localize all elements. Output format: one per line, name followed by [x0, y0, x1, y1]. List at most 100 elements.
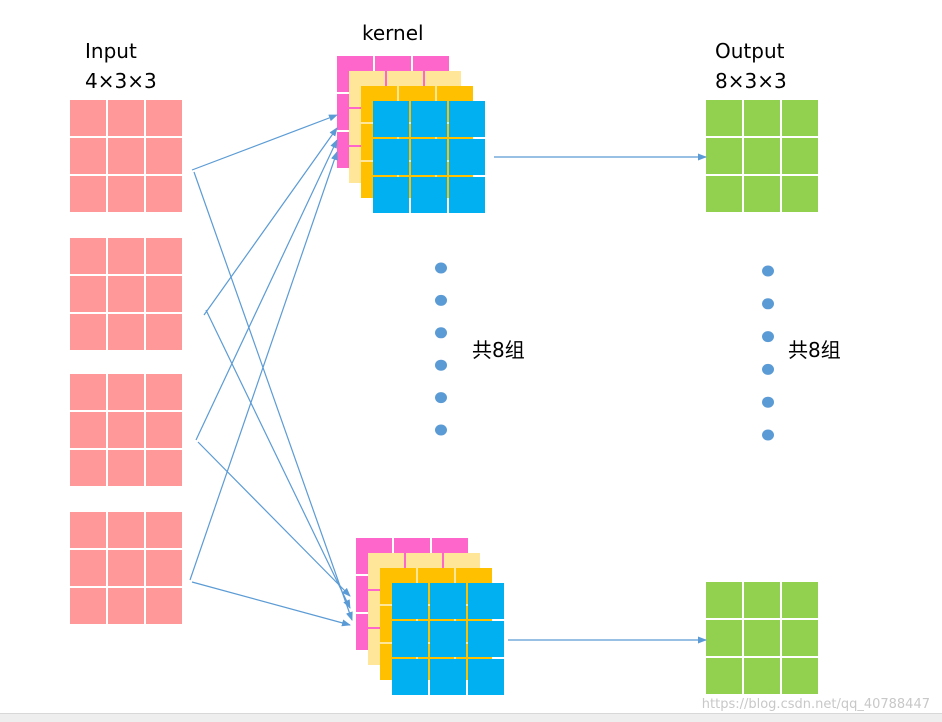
- grid-cell: [70, 374, 106, 410]
- ellipsis-dot: [435, 327, 447, 339]
- arrow-input4-kernel1: [189, 151, 338, 581]
- grid-cell: [744, 582, 780, 618]
- grid-cell: [108, 176, 144, 212]
- grid-cell: [468, 621, 504, 657]
- arrow-input2-kernel1: [203, 127, 338, 316]
- input-channel-2: [70, 238, 182, 350]
- grid-cell: [373, 101, 409, 137]
- kernel-group-1-layer-4: [373, 101, 485, 213]
- grid-cell: [392, 583, 428, 619]
- grid-cell: [108, 412, 144, 448]
- grid-cell: [70, 100, 106, 136]
- grid-cell: [706, 138, 742, 174]
- arrow-input3-kernel1: [195, 139, 338, 441]
- grid-cell: [108, 550, 144, 586]
- kernel-title: kernel: [362, 21, 424, 45]
- grid-cell: [146, 412, 182, 448]
- grid-cell: [373, 139, 409, 175]
- grid-cell: [411, 139, 447, 175]
- arrow-input2-kernel2: [205, 309, 351, 609]
- grid-cell: [108, 588, 144, 624]
- grid-cell: [70, 276, 106, 312]
- kernel-group-2-layer-4: [392, 583, 504, 695]
- grid-cell: [706, 176, 742, 212]
- grid-cell: [782, 176, 818, 212]
- grid-cell: [146, 176, 182, 212]
- ellipsis-dot: [762, 265, 774, 277]
- grid-cell: [108, 374, 144, 410]
- arrows-layer: [189, 114, 707, 644]
- grid-cell: [782, 138, 818, 174]
- ellipsis-dot: [435, 262, 447, 274]
- grid-cell: [449, 101, 485, 137]
- grid-cell: [70, 450, 106, 486]
- input-dims: 4×3×3: [85, 69, 157, 93]
- ellipsis-dot: [435, 392, 447, 404]
- output-title: Output: [715, 39, 785, 63]
- grid-cell: [70, 512, 106, 548]
- grid-cell: [146, 374, 182, 410]
- grid-cell: [782, 658, 818, 694]
- ellipsis-dot: [762, 396, 774, 408]
- ellipsis-dot: [762, 331, 774, 343]
- grid-cell: [146, 550, 182, 586]
- grid-cell: [706, 100, 742, 136]
- grid-cell: [70, 412, 106, 448]
- ellipsis-dot: [435, 424, 447, 436]
- watermark: https://blog.csdn.net/qq_40788447: [702, 697, 930, 712]
- grid-cell: [108, 238, 144, 274]
- bottom-scrollbar-strip: [0, 713, 942, 722]
- group-note-kernel: 共8组: [472, 338, 525, 362]
- grid-cell: [146, 588, 182, 624]
- grid-cell: [744, 138, 780, 174]
- grid-cell: [108, 100, 144, 136]
- grid-cell: [744, 100, 780, 136]
- grid-cell: [108, 450, 144, 486]
- grid-cell: [430, 659, 466, 695]
- output-map-2: [706, 582, 818, 694]
- ellipsis-dot: [762, 298, 774, 310]
- grid-cell: [782, 582, 818, 618]
- grid-cell: [146, 314, 182, 350]
- arrow-input4-kernel2: [191, 581, 351, 627]
- input-channel-3: [70, 374, 182, 486]
- grid-cell: [108, 512, 144, 548]
- shapes-layer: [70, 56, 818, 695]
- grid-cell: [108, 138, 144, 174]
- grid-cell: [146, 450, 182, 486]
- output-map-1: [706, 100, 818, 212]
- input-channel-1: [70, 100, 182, 212]
- grid-cell: [70, 176, 106, 212]
- arrow-input1-kernel2: [193, 171, 353, 621]
- grid-cell: [70, 588, 106, 624]
- grid-cell: [392, 621, 428, 657]
- ellipsis-dot: [435, 294, 447, 306]
- group-note-output: 共8组: [788, 338, 841, 362]
- input-title: Input: [85, 39, 137, 63]
- grid-cell: [108, 276, 144, 312]
- grid-cell: [392, 659, 428, 695]
- grid-cell: [468, 583, 504, 619]
- grid-cell: [449, 177, 485, 213]
- grid-cell: [468, 659, 504, 695]
- grid-cell: [744, 658, 780, 694]
- grid-cell: [146, 238, 182, 274]
- arrow-input3-kernel2: [197, 441, 351, 597]
- grid-cell: [70, 238, 106, 274]
- grid-cell: [706, 658, 742, 694]
- grid-cell: [744, 620, 780, 656]
- grid-cell: [70, 550, 106, 586]
- grid-cell: [70, 314, 106, 350]
- grid-cell: [373, 177, 409, 213]
- grid-cell: [146, 276, 182, 312]
- grid-cell: [108, 314, 144, 350]
- grid-cell: [706, 582, 742, 618]
- grid-cell: [146, 512, 182, 548]
- output-dims: 8×3×3: [715, 69, 787, 93]
- grid-cell: [706, 620, 742, 656]
- ellipsis-dot: [762, 429, 774, 441]
- input-channel-4: [70, 512, 182, 624]
- grid-cell: [70, 138, 106, 174]
- grid-cell: [744, 176, 780, 212]
